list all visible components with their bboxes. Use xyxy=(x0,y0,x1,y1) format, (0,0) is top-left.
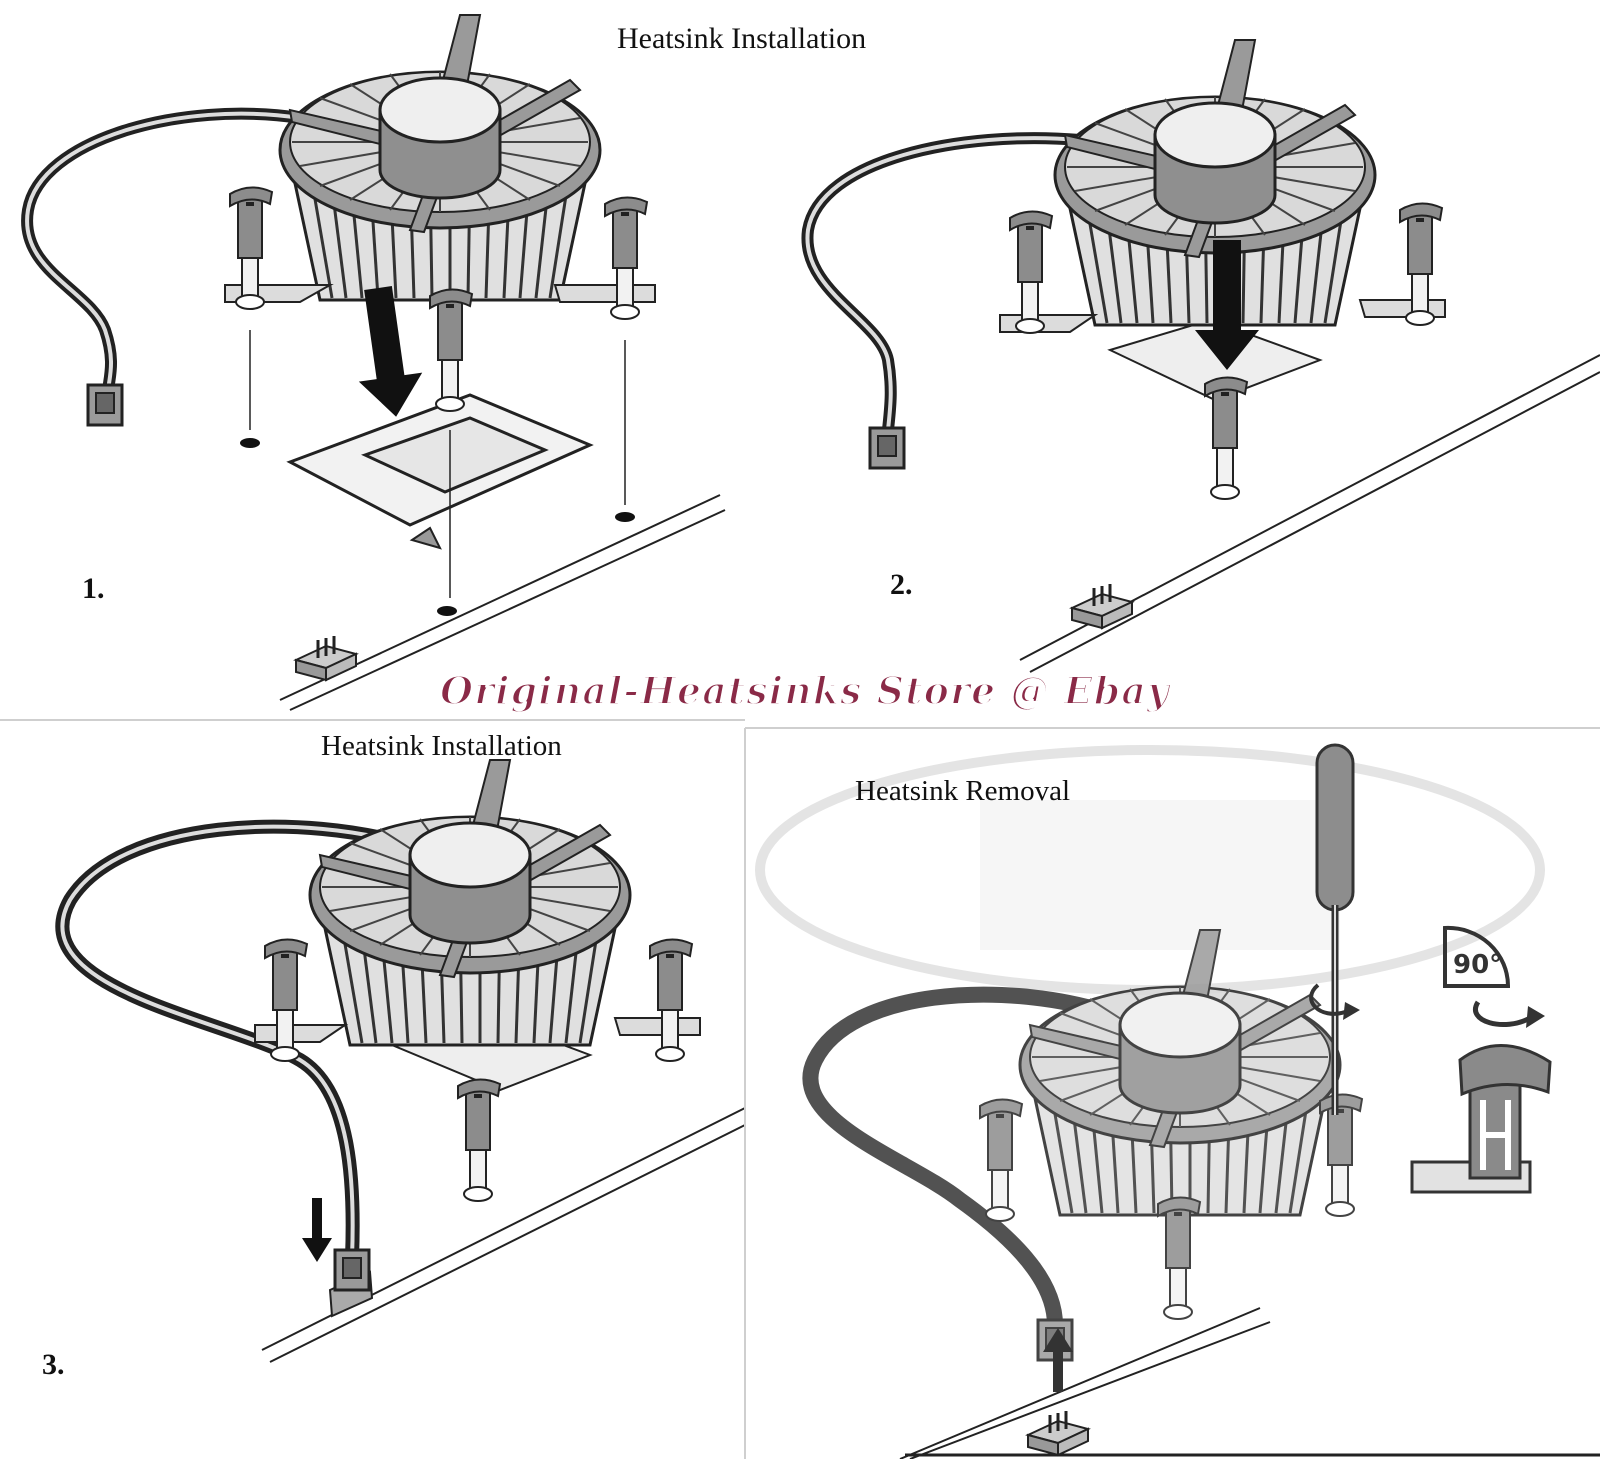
title-removal: Heatsink Removal xyxy=(855,775,1071,807)
panel-step-2 xyxy=(801,38,1600,673)
title-installation-top: Heatsink Installation xyxy=(617,22,867,55)
panel-removal xyxy=(755,743,1600,1459)
angle-90-label: 90° xyxy=(1453,950,1503,980)
cpu-socket xyxy=(286,393,594,550)
panel-step-1 xyxy=(21,13,726,711)
screwdriver xyxy=(1315,743,1355,1115)
panel-step-3 xyxy=(55,758,746,1363)
step-label-2: 2. xyxy=(890,568,913,601)
title-installation-bottom: Heatsink Installation xyxy=(321,730,562,762)
step-label-1: 1. xyxy=(82,572,105,605)
step-label-3: 3. xyxy=(42,1348,65,1381)
store-watermark: Original-Heatsinks Store @ Ebay xyxy=(439,667,1170,714)
